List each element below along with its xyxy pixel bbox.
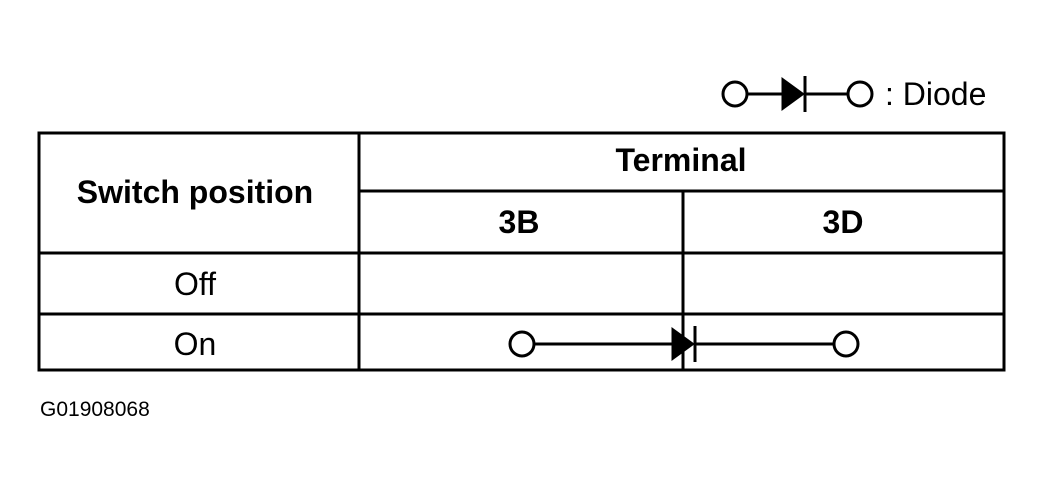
header-switch-position: Switch position: [77, 174, 313, 210]
header-terminal: Terminal: [616, 142, 747, 178]
terminal-3b-node: [508, 330, 536, 358]
figure-code: G01908068: [40, 398, 150, 421]
column-3d: 3D: [823, 204, 864, 240]
row-label-off: Off: [174, 266, 216, 302]
row-label-on: On: [174, 326, 217, 362]
on-row-connection: [508, 326, 860, 362]
diode-icon: [721, 76, 874, 112]
legend-label: : Diode: [885, 76, 986, 112]
terminal-3d-node: [832, 330, 860, 358]
continuity-table: [37, 131, 1006, 372]
legend: : Diode: [721, 76, 986, 112]
column-3b: 3B: [499, 204, 540, 240]
